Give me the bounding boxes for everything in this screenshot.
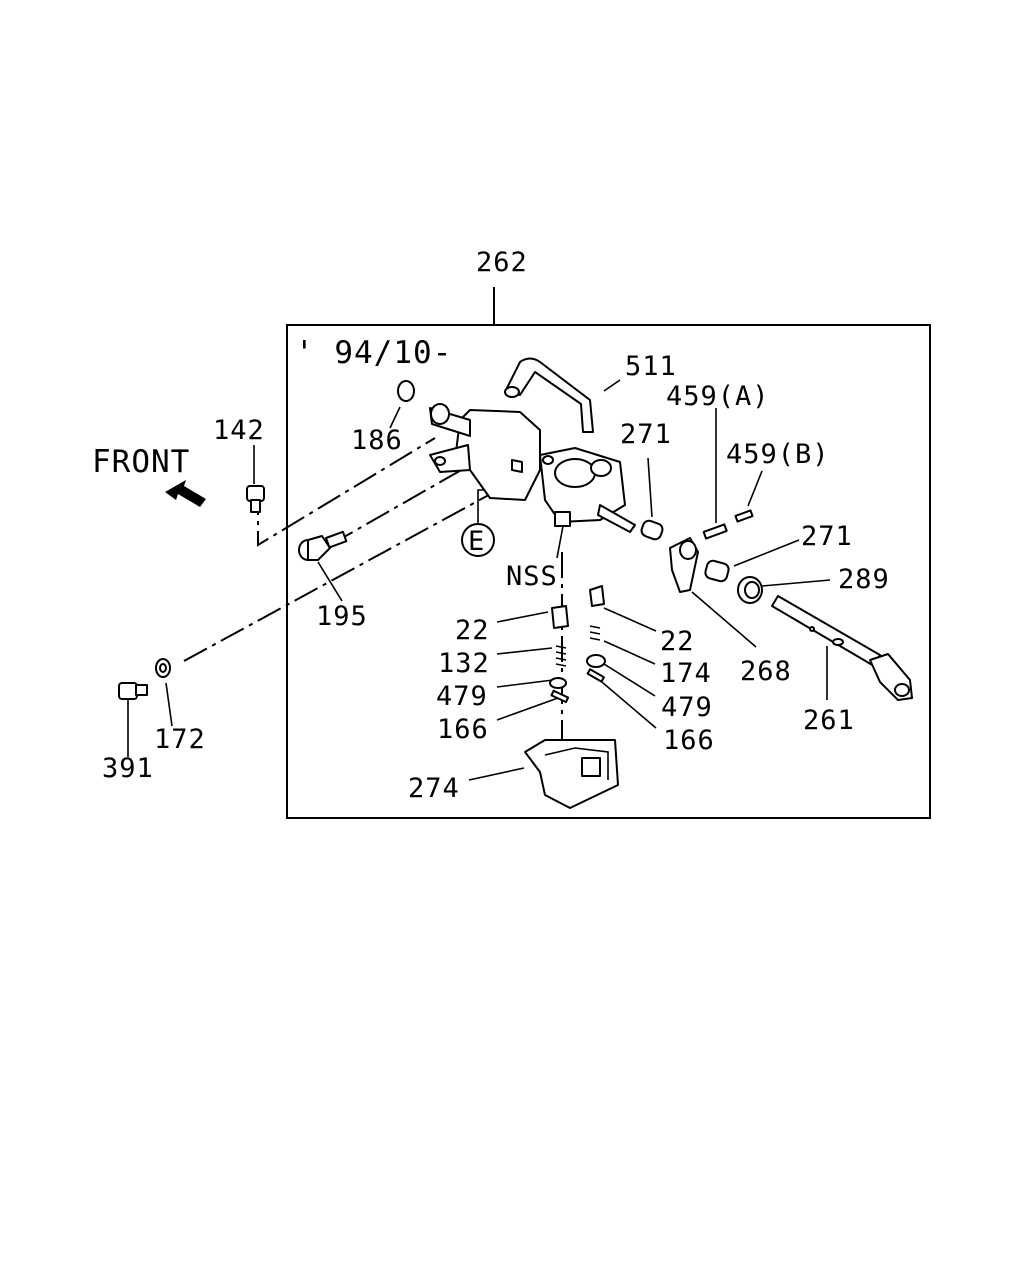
pin-166-a [550, 689, 570, 704]
callout-172: 172 [154, 724, 206, 755]
callout-459b: 459(B) [726, 439, 830, 470]
callout-271-a: 271 [620, 419, 672, 450]
callout-391: 391 [102, 753, 154, 784]
washer-172 [155, 658, 171, 678]
pin-166-b [586, 668, 605, 683]
callout-186: 186 [351, 425, 403, 456]
bolt-195 [298, 530, 348, 561]
lever-268 [669, 537, 699, 593]
callout-479-b: 479 [661, 692, 713, 723]
assembly-frame [286, 324, 931, 819]
assembly-number: 262 [476, 247, 528, 278]
boot-274 [524, 739, 619, 809]
ball-22-a [551, 605, 569, 629]
plug-186 [397, 380, 415, 402]
callout-22-b: 22 [660, 626, 695, 657]
callout-271-b: 271 [801, 521, 853, 552]
bushing-271-a [640, 519, 664, 541]
callout-132: 132 [438, 648, 490, 679]
callout-195: 195 [316, 601, 368, 632]
leader-lines [127, 379, 831, 781]
reference-e-label: E [468, 526, 485, 557]
shift-housing [429, 403, 636, 533]
pin-459a [702, 523, 728, 540]
ring-289 [737, 576, 763, 604]
nss-label: NSS [506, 561, 558, 592]
bushing-271-b [704, 559, 730, 583]
callout-289: 289 [838, 564, 890, 595]
callout-268: 268 [740, 656, 792, 687]
callout-274: 274 [408, 773, 460, 804]
seal-479-b [586, 654, 606, 668]
callout-261: 261 [803, 705, 855, 736]
callout-166-b: 166 [663, 725, 715, 756]
shaft-261 [771, 595, 913, 701]
pipe-511 [504, 357, 594, 433]
ball-22-b [589, 585, 605, 607]
callout-142: 142 [213, 415, 265, 446]
callout-166-a: 166 [437, 714, 489, 745]
callout-511: 511 [625, 351, 677, 382]
callout-22-a: 22 [455, 615, 490, 646]
pin-459b [734, 509, 754, 523]
front-arrow-icon [165, 480, 206, 507]
front-label: FRONT [92, 444, 190, 480]
reference-circle-e [461, 523, 495, 557]
callout-174: 174 [660, 658, 712, 689]
callout-479-a: 479 [436, 681, 488, 712]
callout-459a: 459(A) [666, 381, 770, 412]
bolt-142 [246, 485, 265, 513]
seal-479-a [549, 677, 567, 689]
spring-174 [589, 625, 601, 641]
date-range: ' 94/10- [295, 335, 452, 371]
bolt-391 [118, 682, 148, 700]
spring-132 [555, 645, 567, 667]
